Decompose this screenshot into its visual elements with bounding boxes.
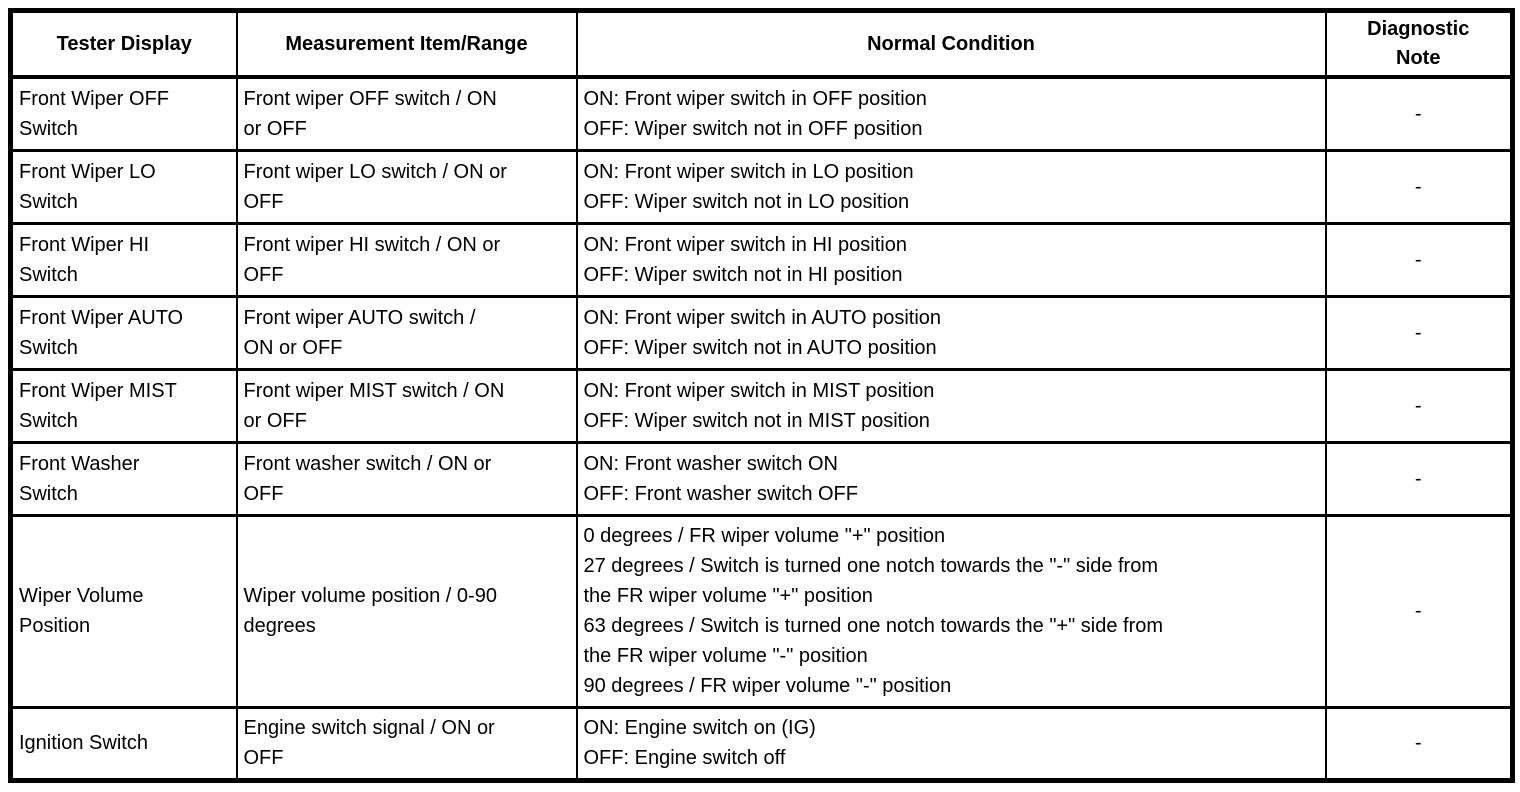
table-row-front-wiper-off-switch: Front Wiper OFF Switch Front wiper OFF s… <box>9 75 1514 152</box>
col-header-measurement-item-range: Measurement Item/Range <box>235 9 578 79</box>
tester-display-spec-table: Tester Display Measurement Item/Range No… <box>8 8 1515 783</box>
cell-diagnostic-note: - <box>1324 221 1514 298</box>
table-row-front-wiper-auto-switch: Front Wiper AUTO Switch Front wiper AUTO… <box>9 294 1514 371</box>
cell-measurement-item-range: Engine switch signal / ON or OFF <box>235 705 578 782</box>
cell-tester-display: Front Wiper AUTO Switch <box>9 294 238 371</box>
cell-tester-display: Front Washer Switch <box>9 440 238 517</box>
cell-measurement-item-range: Front wiper MIST switch / ON or OFF <box>235 367 578 444</box>
cell-tester-display: Front Wiper OFF Switch <box>9 75 238 152</box>
table-header-row: Tester Display Measurement Item/Range No… <box>9 9 1514 79</box>
table-row-wiper-volume-position: Wiper Volume Position Wiper volume posit… <box>9 513 1514 709</box>
cell-diagnostic-note: - <box>1324 294 1514 371</box>
col-header-diagnostic-note: Diagnostic Note <box>1324 9 1514 79</box>
cell-normal-condition: ON: Front wiper switch in LO position OF… <box>575 148 1327 225</box>
cell-measurement-item-range: Front wiper LO switch / ON or OFF <box>235 148 578 225</box>
table-row-ignition-switch: Ignition Switch Engine switch signal / O… <box>9 705 1514 782</box>
cell-tester-display: Front Wiper LO Switch <box>9 148 238 225</box>
cell-normal-condition: ON: Front wiper switch in HI position OF… <box>575 221 1327 298</box>
cell-tester-display: Wiper Volume Position <box>9 513 238 709</box>
table-row-front-wiper-hi-switch: Front Wiper HI Switch Front wiper HI swi… <box>9 221 1514 298</box>
cell-tester-display: Front Wiper MIST Switch <box>9 367 238 444</box>
col-header-tester-display: Tester Display <box>9 9 238 79</box>
cell-measurement-item-range: Front wiper HI switch / ON or OFF <box>235 221 578 298</box>
cell-normal-condition: ON: Front wiper switch in MIST position … <box>575 367 1327 444</box>
col-header-normal-condition: Normal Condition <box>575 9 1327 79</box>
cell-normal-condition: ON: Engine switch on (IG) OFF: Engine sw… <box>575 705 1327 782</box>
table-row-front-washer-switch: Front Washer Switch Front washer switch … <box>9 440 1514 517</box>
table-row-front-wiper-lo-switch: Front Wiper LO Switch Front wiper LO swi… <box>9 148 1514 225</box>
cell-tester-display: Front Wiper HI Switch <box>9 221 238 298</box>
cell-diagnostic-note: - <box>1324 75 1514 152</box>
cell-diagnostic-note: - <box>1324 513 1514 709</box>
cell-normal-condition: ON: Front wiper switch in OFF position O… <box>575 75 1327 152</box>
cell-diagnostic-note: - <box>1324 705 1514 782</box>
cell-diagnostic-note: - <box>1324 367 1514 444</box>
cell-normal-condition: 0 degrees / FR wiper volume "+" position… <box>575 513 1327 709</box>
cell-measurement-item-range: Wiper volume position / 0-90 degrees <box>235 513 578 709</box>
cell-measurement-item-range: Front wiper OFF switch / ON or OFF <box>235 75 578 152</box>
cell-normal-condition: ON: Front washer switch ON OFF: Front wa… <box>575 440 1327 517</box>
cell-normal-condition: ON: Front wiper switch in AUTO position … <box>575 294 1327 371</box>
cell-diagnostic-note: - <box>1324 148 1514 225</box>
table-row-front-wiper-mist-switch: Front Wiper MIST Switch Front wiper MIST… <box>9 367 1514 444</box>
cell-measurement-item-range: Front washer switch / ON or OFF <box>235 440 578 517</box>
cell-tester-display: Ignition Switch <box>9 705 238 782</box>
cell-measurement-item-range: Front wiper AUTO switch / ON or OFF <box>235 294 578 371</box>
cell-diagnostic-note: - <box>1324 440 1514 517</box>
